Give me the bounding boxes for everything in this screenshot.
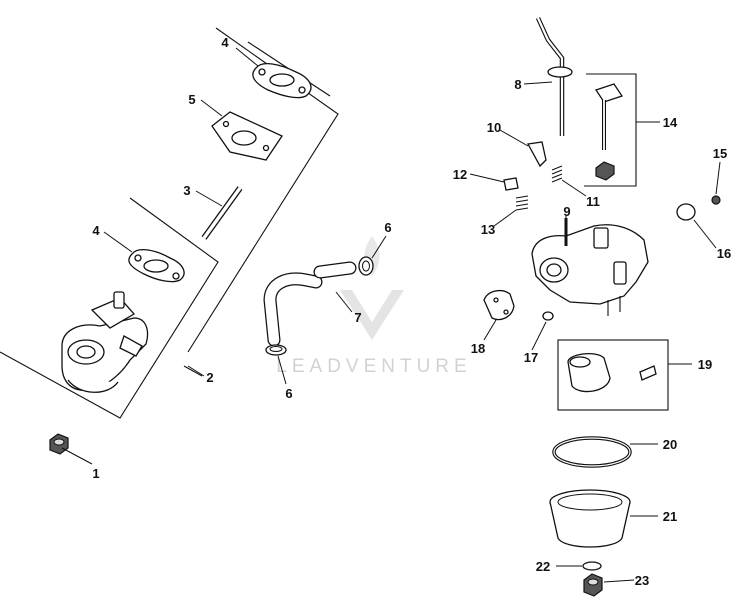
callout-22: 22 — [536, 559, 550, 574]
carburetor-body-large — [531, 218, 649, 316]
screw-spring — [515, 195, 529, 211]
callout-18: 18 — [471, 341, 485, 356]
callout-7: 7 — [354, 310, 361, 325]
callout-4-upper: 4 — [221, 35, 229, 50]
choke-rod — [535, 17, 573, 136]
callout-6-upper: 6 — [384, 220, 391, 235]
callout-2: 2 — [206, 370, 213, 385]
callout-1: 1 — [92, 466, 99, 481]
callout-19: 19 — [698, 357, 712, 372]
callout-3: 3 — [183, 183, 190, 198]
gasket-lower — [128, 248, 185, 283]
choke-cover — [483, 289, 515, 321]
callout-20: 20 — [663, 437, 677, 452]
watermark-logo-icon — [340, 290, 404, 340]
fuel-hose — [263, 261, 357, 347]
callout-12: 12 — [453, 167, 467, 182]
callout-4-lower: 4 — [92, 223, 100, 238]
float-needle — [526, 141, 547, 168]
throttle-group-outline — [584, 73, 637, 187]
hose-clamp-upper — [358, 256, 374, 276]
callout-16: 16 — [717, 246, 731, 261]
watermark-text: LEADVENTURE — [276, 356, 471, 377]
throttle-plate — [676, 203, 696, 221]
float-bowl — [549, 489, 631, 548]
callout-8: 8 — [514, 77, 521, 92]
needle-spring — [551, 165, 563, 183]
callout-13: 13 — [481, 222, 495, 237]
spacer-plate — [211, 111, 283, 161]
callout-15: 15 — [713, 146, 727, 161]
callout-10: 10 — [487, 120, 501, 135]
bowl-nut — [583, 573, 603, 597]
watermark: LEADVENTURE — [276, 236, 471, 377]
callout-labels: 1 2 3 4 4 5 6 6 7 8 9 10 11 12 13 14 15 … — [92, 35, 731, 588]
float-group-outline — [557, 339, 669, 411]
small-screw — [711, 195, 721, 205]
carburetor-assembly-small — [61, 291, 149, 393]
needle-seat — [542, 311, 554, 321]
callout-14: 14 — [663, 115, 678, 130]
callout-9: 9 — [563, 204, 570, 219]
throttle-shaft — [594, 83, 624, 181]
callout-6-lower: 6 — [285, 386, 292, 401]
callout-11: 11 — [586, 194, 600, 209]
float — [567, 352, 657, 393]
gasket-upper — [252, 62, 312, 99]
callout-17: 17 — [524, 350, 538, 365]
callout-5: 5 — [188, 92, 195, 107]
mounting-stud — [201, 186, 243, 240]
callout-23: 23 — [635, 573, 649, 588]
bowl-washer — [582, 561, 602, 571]
idle-screw — [503, 177, 519, 191]
hose-clamp-lower — [265, 344, 287, 356]
leader-lines — [61, 47, 721, 583]
callout-21: 21 — [663, 509, 677, 524]
nut-small — [49, 433, 69, 455]
bowl-gasket — [552, 436, 632, 468]
